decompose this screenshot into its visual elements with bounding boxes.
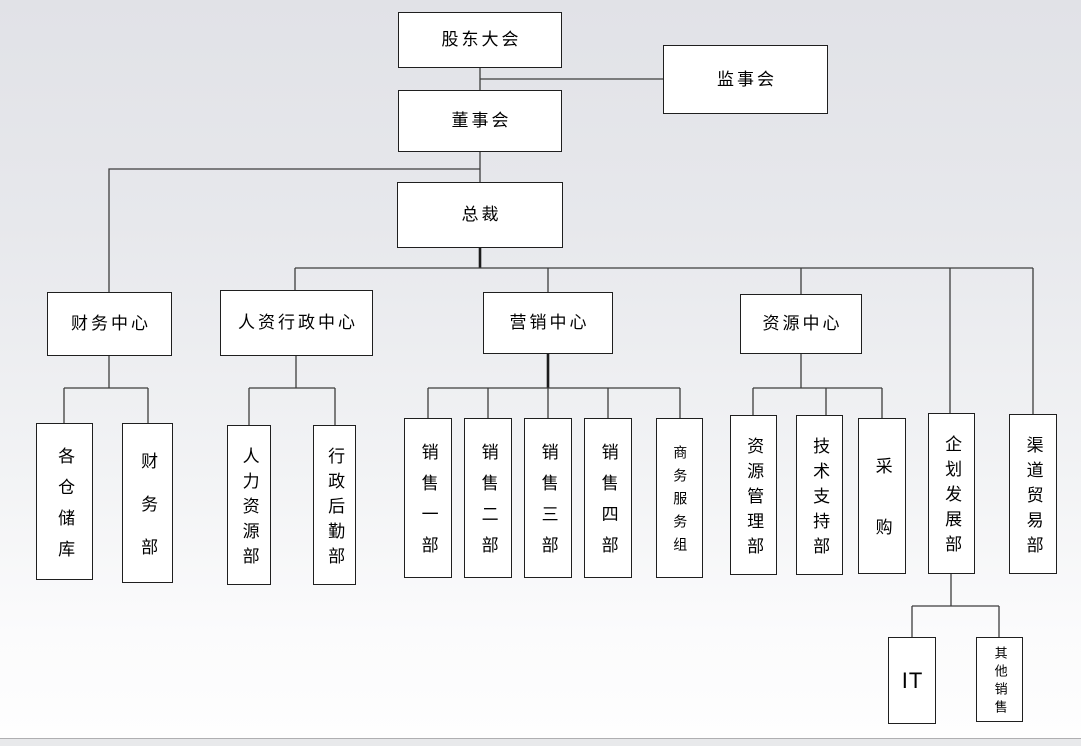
node-label: 监事会 — [717, 69, 777, 89]
node-admin-logistics-dept[interactable]: 行政后勤部 — [313, 425, 356, 585]
node-label: 营销中心 — [509, 313, 590, 333]
node-label: 采购 — [872, 457, 892, 579]
node-business-service-group[interactable]: 商务服务组 — [656, 418, 703, 578]
bottom-edge-strip — [0, 738, 1081, 746]
node-president[interactable]: 总裁 — [397, 182, 563, 248]
node-resource-center[interactable]: 资源中心 — [740, 294, 862, 354]
node-label: 董事会 — [451, 111, 512, 131]
node-label: 技术支持部 — [810, 436, 830, 562]
node-label: 销售三部 — [538, 443, 558, 567]
node-label: 其他销售 — [992, 646, 1008, 718]
node-label: 股东大会 — [441, 30, 522, 50]
node-supervisory-board[interactable]: 监事会 — [663, 45, 828, 114]
node-label: 渠道贸易部 — [1023, 435, 1043, 561]
node-label: IT — [901, 667, 924, 693]
node-sales-dept-1[interactable]: 销售一部 — [404, 418, 452, 578]
node-label: 企划发展部 — [942, 435, 962, 560]
node-label: 人力资源部 — [239, 446, 259, 572]
node-label: 各仓储库 — [55, 446, 75, 571]
node-label: 人资行政中心 — [238, 313, 358, 333]
node-procurement[interactable]: 采购 — [858, 418, 906, 579]
node-label: 商务服务组 — [672, 445, 689, 560]
node-sales-dept-3[interactable]: 销售三部 — [524, 418, 572, 578]
node-it-dept[interactable]: IT — [888, 637, 936, 724]
node-label: 行政后勤部 — [325, 446, 345, 572]
node-technical-support-dept[interactable]: 技术支持部 — [796, 415, 843, 575]
node-label: 销售四部 — [598, 443, 618, 567]
node-warehouses[interactable]: 各仓储库 — [36, 423, 93, 580]
node-label: 财务中心 — [71, 314, 151, 334]
node-sales-dept-2[interactable]: 销售二部 — [464, 418, 512, 578]
node-board-of-directors[interactable]: 董事会 — [398, 90, 562, 152]
node-sales-dept-4[interactable]: 销售四部 — [584, 418, 632, 578]
node-label: 销售一部 — [418, 443, 438, 567]
node-label: 财务部 — [138, 451, 158, 581]
node-label: 总裁 — [461, 205, 502, 225]
node-hr-dept[interactable]: 人力资源部 — [227, 425, 271, 585]
node-planning-development-dept[interactable]: 企划发展部 — [928, 413, 975, 574]
node-label: 资源中心 — [762, 314, 843, 334]
node-marketing-center[interactable]: 营销中心 — [483, 292, 613, 354]
node-label: 资源管理部 — [744, 436, 764, 562]
node-hr-admin-center[interactable]: 人资行政中心 — [220, 290, 373, 356]
node-channel-trade-dept[interactable]: 渠道贸易部 — [1009, 414, 1057, 574]
node-other-sales[interactable]: 其他销售 — [976, 637, 1023, 722]
node-finance-dept[interactable]: 财务部 — [122, 423, 173, 583]
node-resource-management-dept[interactable]: 资源管理部 — [730, 415, 777, 575]
node-label: 销售二部 — [478, 443, 498, 567]
node-finance-center[interactable]: 财务中心 — [47, 292, 172, 356]
node-shareholders-meeting[interactable]: 股东大会 — [398, 12, 562, 68]
